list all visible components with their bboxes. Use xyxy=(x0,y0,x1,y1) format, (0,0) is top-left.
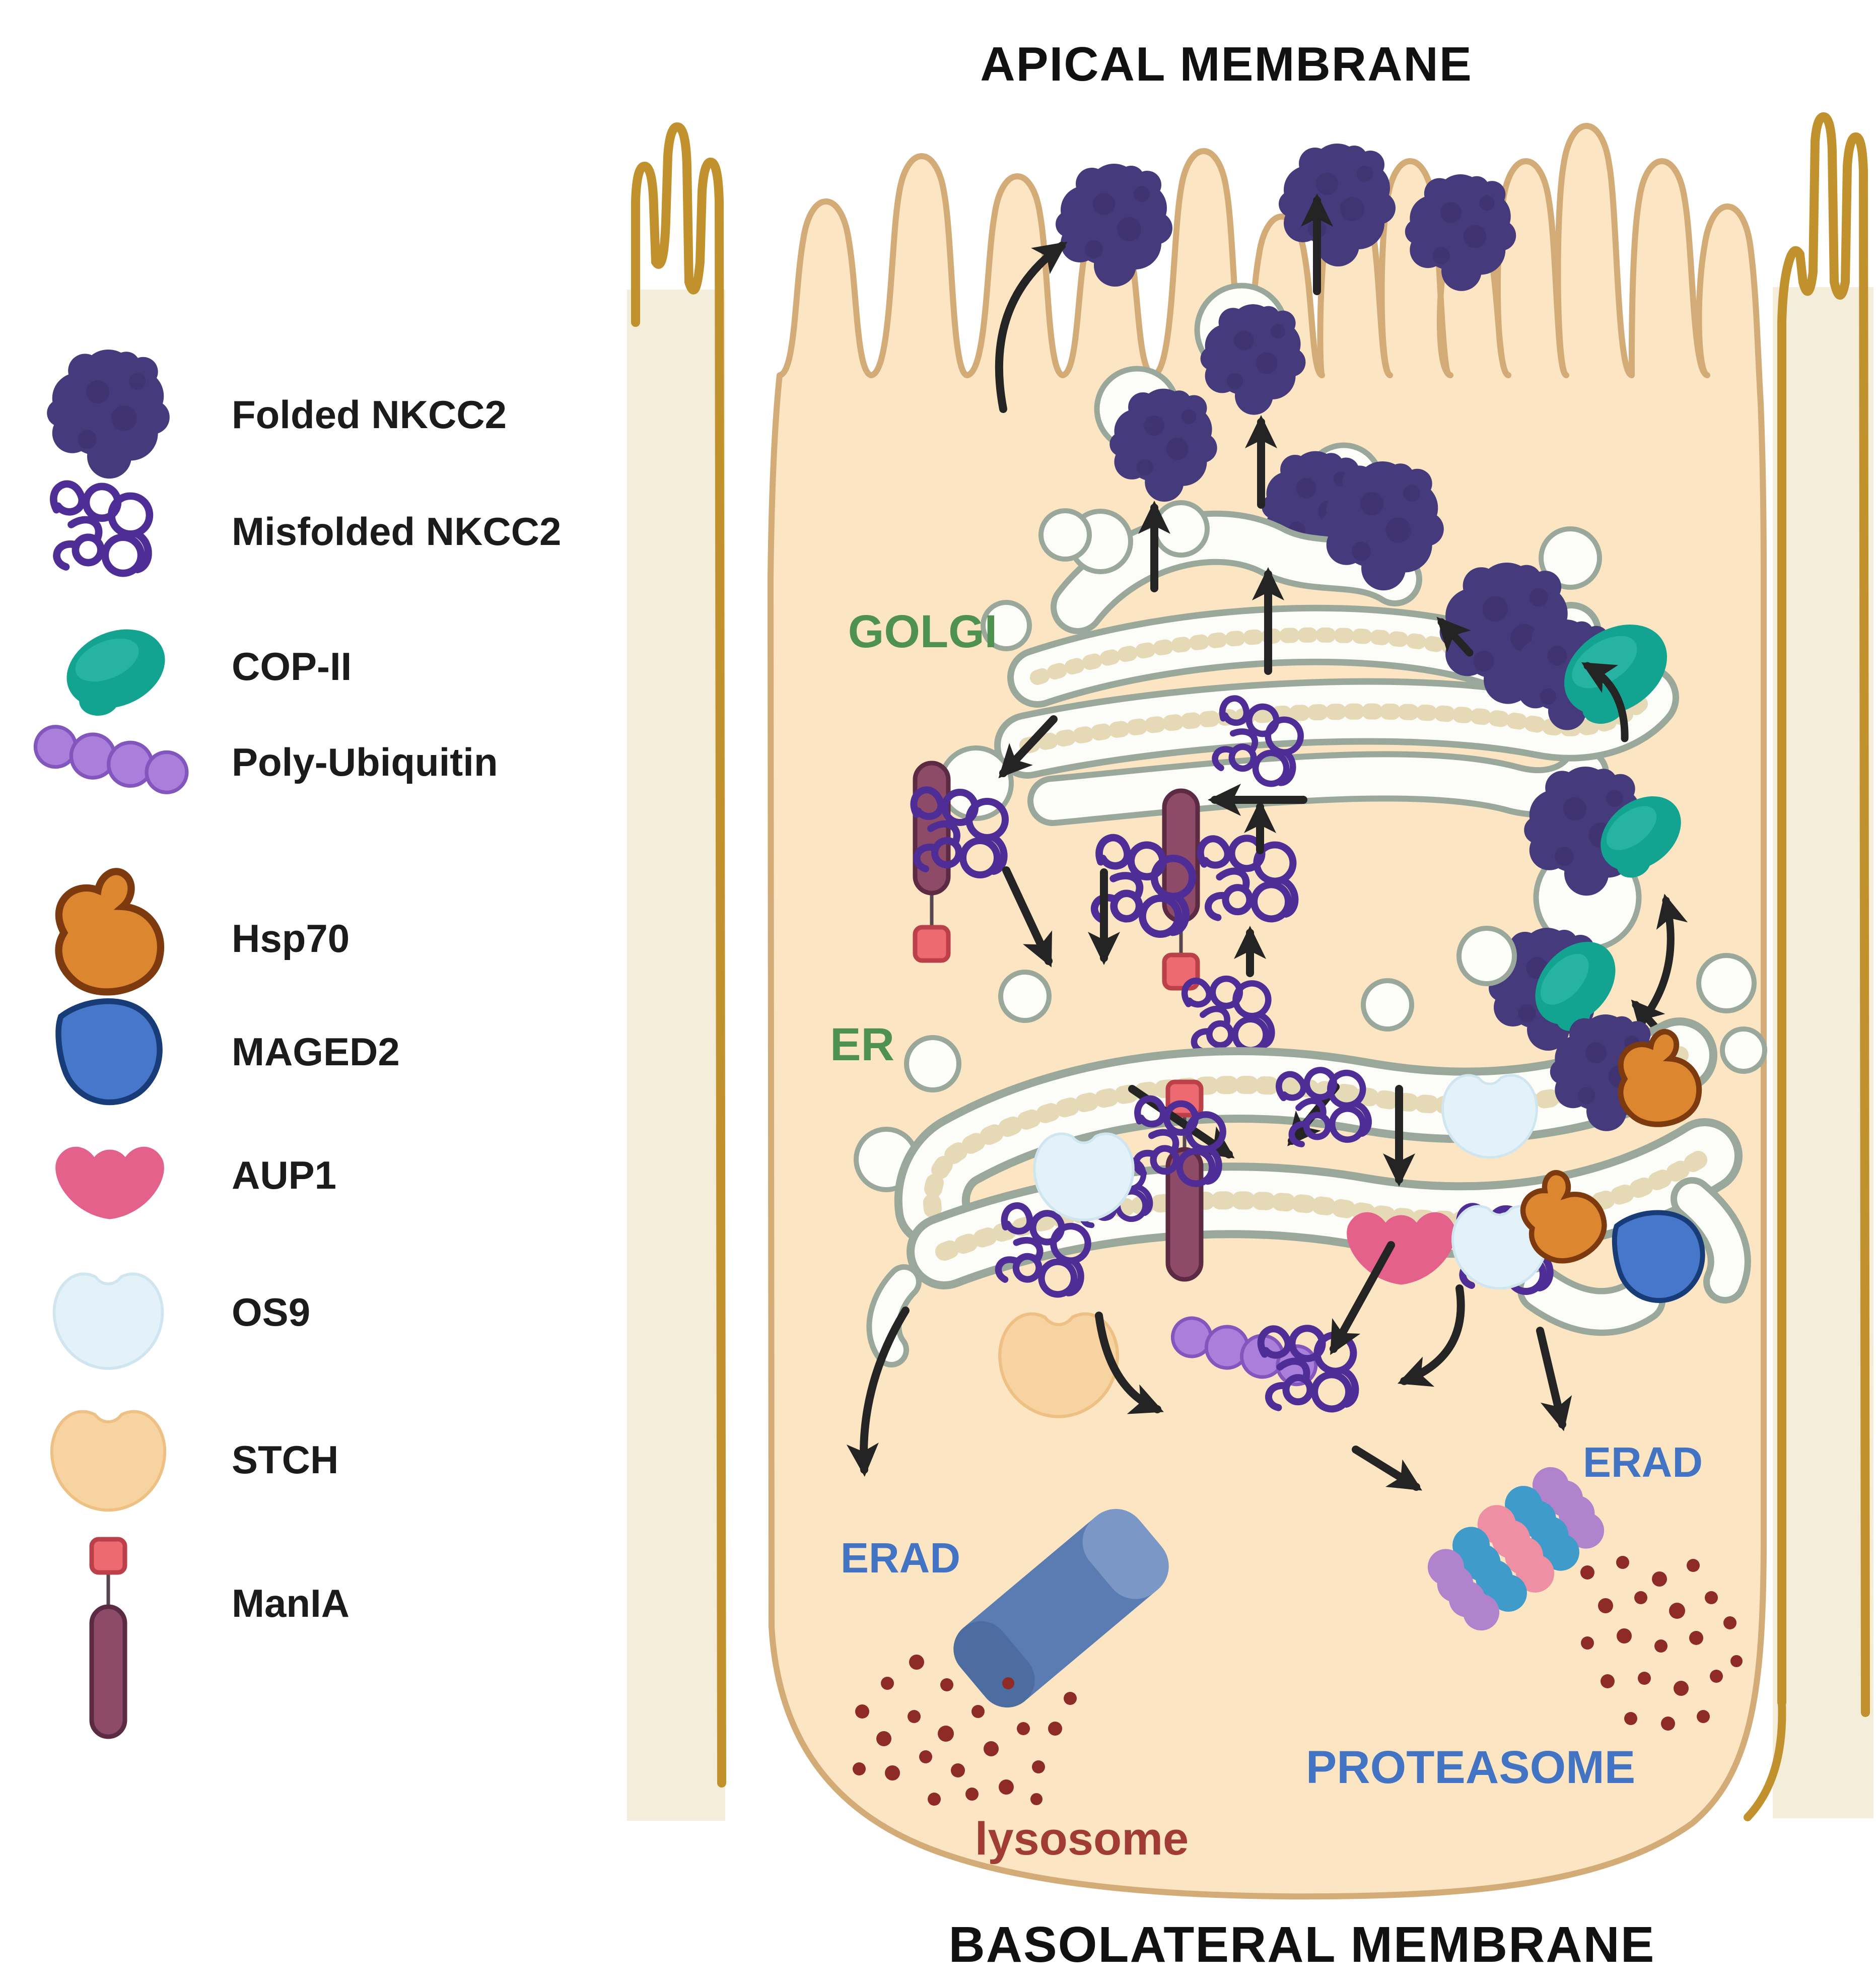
legend-label: ManIA xyxy=(232,1581,350,1625)
legend-item-poly-ubiquitin: Poly-Ubiquitin xyxy=(32,725,498,794)
maged2-icon xyxy=(58,1001,160,1103)
legend-item-folded-nkcc2: Folded NKCC2 xyxy=(47,350,507,479)
aup1-icon xyxy=(55,1146,164,1219)
legend-label: AUP1 xyxy=(232,1153,336,1197)
lysosome-label: lysosome xyxy=(975,1813,1189,1865)
apical-membrane-title: APICAL MEMBRANE xyxy=(980,37,1473,91)
legend-label: OS9 xyxy=(232,1290,310,1334)
hsp70-icon xyxy=(59,871,161,992)
basolateral-membrane-title: BASOLATERAL MEMBRANE xyxy=(949,1916,1655,1973)
lysosome-degradation-debris xyxy=(853,1655,1077,1806)
legend-item-maged2: MAGED2 xyxy=(58,1001,400,1103)
maged2-protein xyxy=(1615,1212,1703,1300)
legend-label: Folded NKCC2 xyxy=(232,392,507,437)
to-proteasome-arrows xyxy=(1352,1327,1572,1491)
os9-protein xyxy=(1443,1075,1537,1157)
left-junction-membrane xyxy=(631,122,726,1788)
left-junction xyxy=(627,122,726,1821)
os9-icon xyxy=(54,1274,163,1368)
legend-item-hsp70: Hsp70 xyxy=(59,871,350,992)
legend-label: Hsp70 xyxy=(232,916,350,961)
to-lysosome-arrow xyxy=(846,1307,910,1477)
golgi-label: GOLGI xyxy=(848,606,997,657)
ubiquitination-arrows xyxy=(1095,1241,1465,1414)
proteasome-degradation-debris xyxy=(1580,1556,1743,1731)
proteasome xyxy=(1427,1467,1605,1631)
er xyxy=(854,926,1767,1350)
legend-label: Poly-Ubiquitin xyxy=(232,740,498,784)
mania-icon xyxy=(92,1539,125,1737)
legend-item-misfolded-nkcc2: Misfolded NKCC2 xyxy=(53,484,561,573)
erad-right-label: ERAD xyxy=(1583,1438,1703,1486)
legend-label: Misfolded NKCC2 xyxy=(232,509,561,554)
folded-nkcc2-icon xyxy=(47,350,170,479)
secretion-arrows xyxy=(995,193,1333,509)
erad-left-label: ERAD xyxy=(841,1534,960,1582)
golgi-er-arrows xyxy=(1002,800,1276,977)
copii-to-golgi-arrows xyxy=(1436,616,1629,742)
stch-icon xyxy=(52,1411,165,1510)
copii-icon xyxy=(51,612,180,725)
legend-item-cop-ii: COP-II xyxy=(51,612,352,725)
lysosome xyxy=(953,1509,1169,1708)
legend: Folded NKCC2 Misfolded NKCC2 COP-II Poly… xyxy=(32,350,561,1737)
mania-enzyme xyxy=(1164,791,1198,988)
folded-nkcc2 xyxy=(1056,164,1172,287)
legend-label: COP-II xyxy=(232,644,352,689)
poly-ubiquitin-icon xyxy=(32,725,190,794)
legend-item-aup1: AUP1 xyxy=(55,1146,336,1219)
right-junction-membrane xyxy=(1777,112,1870,1717)
legend-label: STCH xyxy=(232,1437,338,1482)
legend-item-stch: STCH xyxy=(52,1411,338,1510)
er-label: ER xyxy=(830,1019,894,1070)
golgi-apparatus xyxy=(938,500,1646,818)
misfolded-nkcc2-icon xyxy=(53,484,150,573)
proteasome-label: PROTEASOME xyxy=(1306,1742,1635,1793)
right-junction-bottom-curve xyxy=(1744,1698,1786,1821)
legend-item-os9: OS9 xyxy=(54,1274,310,1368)
right-junction xyxy=(1744,112,1873,1821)
os9-protein xyxy=(1034,1134,1133,1220)
legend-label: MAGED2 xyxy=(232,1030,400,1074)
legend-item-mania: ManIA xyxy=(92,1539,350,1737)
